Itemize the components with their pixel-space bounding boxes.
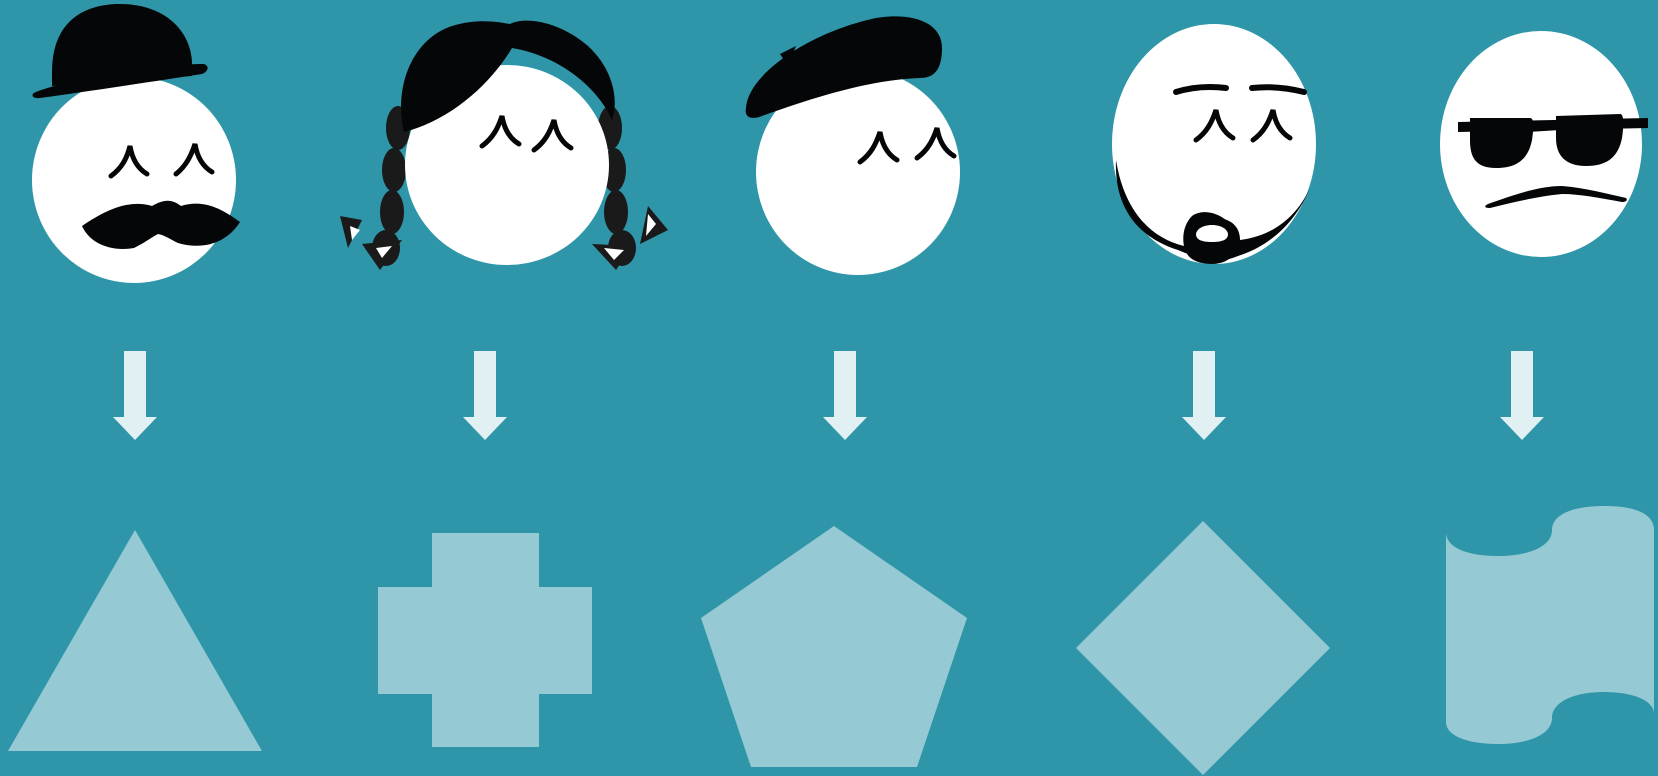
character-bowler-hat-moustache: [32, 4, 240, 283]
diamond-shape: [1076, 521, 1330, 775]
triangle-shape: [8, 530, 262, 751]
down-arrow-icon: [463, 351, 507, 440]
wave-flag-shape: [1446, 506, 1654, 744]
face-head: [32, 77, 236, 283]
down-arrow-icon: [823, 351, 867, 440]
cross-shape: [378, 533, 592, 747]
character-sunglasses: [1440, 31, 1648, 257]
down-arrow-icon: [1500, 351, 1544, 440]
character-beret: [746, 16, 960, 275]
pentagon-shape: [701, 526, 967, 767]
shapes: [8, 506, 1654, 775]
bowler-hat-icon: [33, 4, 208, 98]
arrows: [113, 351, 1544, 440]
character-bald-goatee: [1112, 24, 1316, 264]
down-arrow-icon: [113, 351, 157, 440]
character-girl-braids: [340, 21, 668, 270]
down-arrow-icon: [1182, 351, 1226, 440]
